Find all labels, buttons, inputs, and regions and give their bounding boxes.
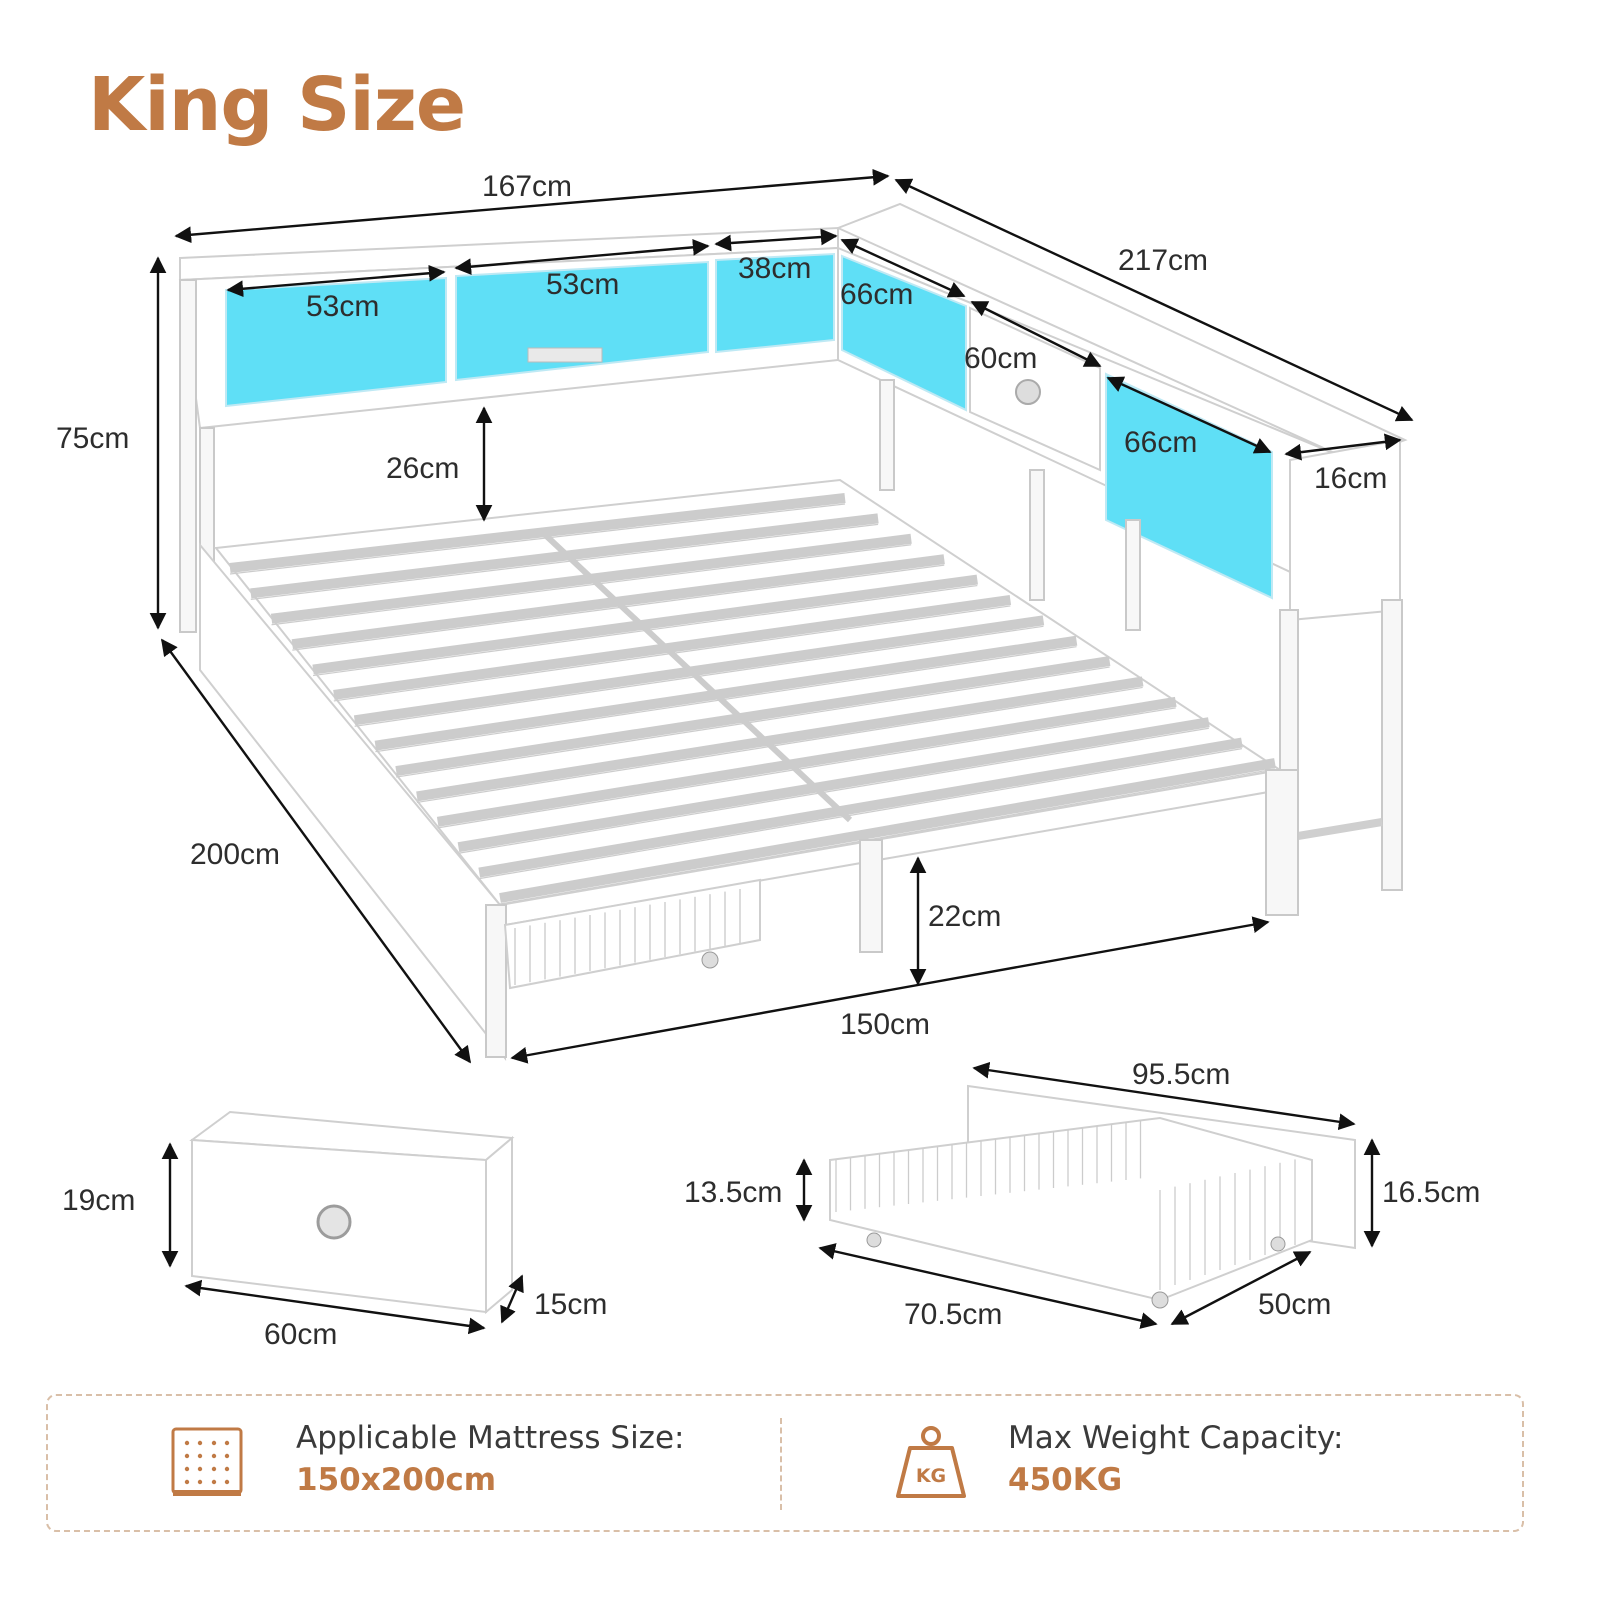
bed-slat-edge xyxy=(396,666,1110,778)
dim-shelf-4: 66cm xyxy=(840,278,913,311)
bed-slat xyxy=(395,656,1111,777)
mattress-size-value: 150x200cm xyxy=(296,1462,497,1498)
dim-small-drawer-width: 60cm xyxy=(264,1318,337,1351)
dim-under-clearance: 22cm xyxy=(928,900,1001,933)
bed-slat-edge xyxy=(479,748,1243,880)
dimension-labels: 167cm 217cm 53cm 53cm 38cm 66cm 60cm 66c… xyxy=(56,170,1480,1351)
bed-slat-edge xyxy=(250,523,879,600)
spec-divider xyxy=(780,1418,782,1510)
dim-basket-depth: 50cm xyxy=(1258,1288,1331,1321)
bed-slat-edge xyxy=(229,503,846,575)
center-support xyxy=(537,527,853,823)
bed-slat xyxy=(416,676,1144,802)
bed-slat-edge xyxy=(375,646,1077,753)
bed-slat-edge xyxy=(271,544,912,626)
mattress-size-label: Applicable Mattress Size: xyxy=(296,1420,685,1456)
weight-capacity-label: Max Weight Capacity: xyxy=(1008,1420,1344,1456)
bed-slat-edge xyxy=(458,727,1209,854)
weight-icon-text: KG xyxy=(916,1465,946,1487)
dim-shelf-5: 66cm xyxy=(1124,426,1197,459)
dimension-arrows xyxy=(149,168,1414,1335)
bed-slat xyxy=(499,758,1276,903)
dim-shelf-1: 53cm xyxy=(306,290,379,323)
basket-wires xyxy=(835,1120,1296,1290)
dim-basket-inner-length: 70.5cm xyxy=(904,1298,1002,1331)
dim-top-width: 167cm xyxy=(482,170,572,203)
spec-info-box xyxy=(46,1394,1524,1532)
bed-slat-edge xyxy=(292,564,945,651)
dim-height: 75cm xyxy=(56,422,129,455)
dim-headboard-clearance: 26cm xyxy=(386,452,459,485)
dim-basket-length: 95.5cm xyxy=(1132,1058,1230,1091)
dim-bed-length: 200cm xyxy=(190,838,280,871)
dim-drawer-gap: 60cm xyxy=(964,342,1037,375)
bed-slat xyxy=(374,635,1078,751)
dim-front-height: 16.5cm xyxy=(1382,1176,1480,1209)
dim-small-drawer-height: 19cm xyxy=(62,1184,135,1217)
basket-drawer-illustration xyxy=(829,1084,1356,1309)
bed-slat-edge xyxy=(437,707,1176,829)
bed-slat-edge xyxy=(416,686,1143,804)
dim-side-depth: 16cm xyxy=(1314,462,1387,495)
bed-slat-edge xyxy=(499,768,1276,905)
dim-shelf-3: 38cm xyxy=(738,252,811,285)
dim-small-drawer-depth: 15cm xyxy=(534,1288,607,1321)
dim-basket-height: 13.5cm xyxy=(684,1176,782,1209)
dim-bed-width: 150cm xyxy=(840,1008,930,1041)
weight-capacity-value: 450KG xyxy=(1008,1462,1123,1498)
mattress-icon xyxy=(171,1427,243,1496)
small-drawer-illustration xyxy=(189,1110,515,1315)
dim-side-length: 217cm xyxy=(1118,244,1208,277)
page-title: King Size xyxy=(88,62,466,148)
weight-kg-icon: KG xyxy=(896,1426,966,1498)
bed-slat xyxy=(436,696,1177,827)
bed-slats xyxy=(229,493,1276,905)
bed-slat xyxy=(478,737,1243,878)
bed-slat xyxy=(457,717,1210,853)
bed-slat xyxy=(229,493,846,573)
dim-shelf-2: 53cm xyxy=(546,268,619,301)
